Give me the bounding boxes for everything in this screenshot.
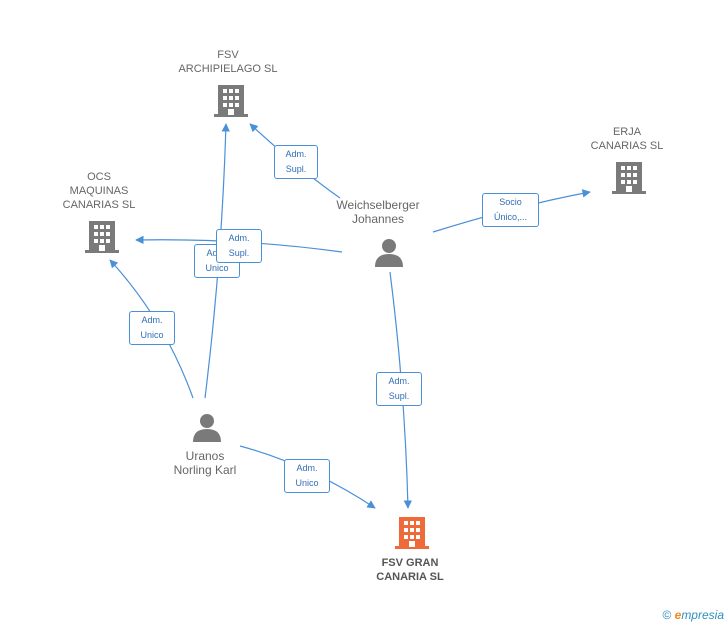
node-label-fsv-gran-canaria[interactable]: FSV GRAN CANARIA SL bbox=[360, 556, 460, 584]
relation-label[interactable]: Adm. Unico bbox=[129, 311, 175, 345]
building-icon[interactable] bbox=[395, 517, 429, 549]
relation-line: Adm. bbox=[285, 149, 307, 159]
relation-label[interactable]: Adm. Supl. bbox=[376, 372, 422, 406]
relation-line: Socio bbox=[499, 197, 522, 207]
label-line: CANARIAS SL bbox=[62, 199, 136, 211]
relation-line: Adm. bbox=[296, 463, 318, 473]
label-line: OCS bbox=[87, 171, 111, 183]
building-icon[interactable] bbox=[85, 221, 119, 253]
node-label-erja-canarias[interactable]: ERJA CANARIAS SL bbox=[577, 125, 677, 153]
label-line: Norling Karl bbox=[173, 463, 237, 477]
person-icon[interactable] bbox=[375, 239, 403, 267]
node-label-uranos[interactable]: Uranos Norling Karl bbox=[155, 449, 255, 477]
relation-line: Adm. bbox=[388, 376, 410, 386]
label-line: CANARIA SL bbox=[376, 571, 444, 583]
relation-line: Supl. bbox=[285, 164, 307, 174]
relation-line: Único,... bbox=[493, 212, 527, 222]
person-icon[interactable] bbox=[193, 414, 221, 442]
relation-label[interactable]: Adm. Supl. bbox=[274, 145, 318, 179]
building-icon[interactable] bbox=[214, 85, 248, 117]
building-icon[interactable] bbox=[612, 162, 646, 194]
relation-label[interactable]: Adm. Unico bbox=[284, 459, 330, 493]
label-line: CANARIAS SL bbox=[590, 140, 664, 152]
node-label-weichselberger[interactable]: Weichselberger Johannes bbox=[328, 198, 428, 226]
brand-logo-initial: e bbox=[674, 608, 682, 622]
relation-line: Supl. bbox=[388, 391, 410, 401]
label-line: Johannes bbox=[351, 212, 405, 226]
label-line: ARCHIPIELAGO SL bbox=[178, 63, 278, 75]
node-label-ocs-maquinas[interactable]: OCS MAQUINAS CANARIAS SL bbox=[49, 170, 149, 212]
relation-line: Supl. bbox=[228, 248, 250, 258]
label-line: ERJA bbox=[612, 126, 642, 138]
watermark: © empresia bbox=[662, 608, 724, 622]
relation-label[interactable]: Adm. Supl. bbox=[216, 229, 262, 263]
relation-line: Adm. bbox=[228, 233, 250, 243]
label-line: FSV GRAN bbox=[381, 557, 439, 569]
relation-line: Unico bbox=[140, 330, 164, 340]
brand-logo-text: mpresia bbox=[681, 608, 724, 622]
node-label-fsv-archipielago[interactable]: FSV ARCHIPIELAGO SL bbox=[178, 48, 278, 76]
relation-line: Unico bbox=[205, 263, 229, 273]
relation-line: Unico bbox=[295, 478, 319, 488]
label-line: MAQUINAS bbox=[69, 185, 129, 197]
copyright-icon: © bbox=[662, 608, 672, 622]
label-line: Weichselberger bbox=[336, 198, 420, 212]
label-line: FSV bbox=[217, 49, 239, 61]
label-line: Uranos bbox=[185, 449, 225, 463]
relation-label[interactable]: Socio Único,... bbox=[482, 193, 539, 227]
relation-line: Adm. bbox=[141, 315, 163, 325]
